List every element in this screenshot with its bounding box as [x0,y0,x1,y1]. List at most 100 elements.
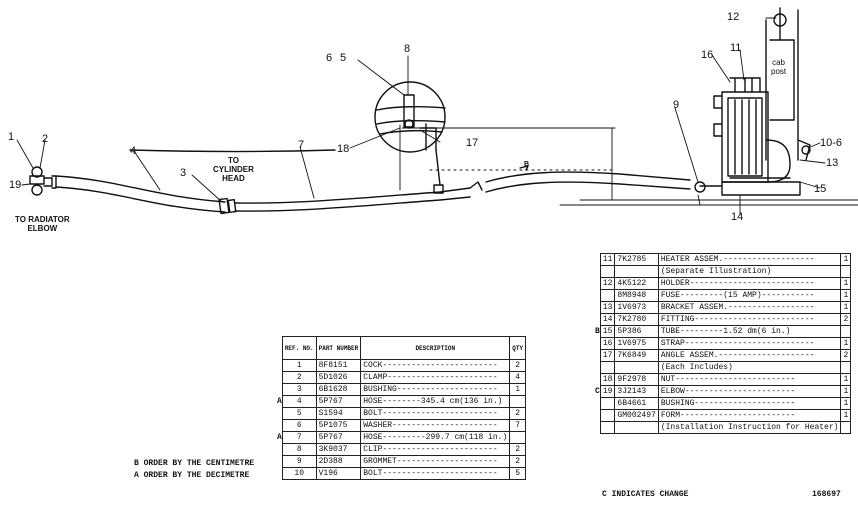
cell-qty: 1 [840,397,852,410]
table-row: (Separate Illustration) [595,265,852,278]
cell-ref: 10 [281,467,317,480]
cell-desc: (Installation Instruction for Heater) [657,421,842,434]
cell-desc: FUSE---------(15 AMP)----------- [657,289,842,302]
cell-qty [840,265,852,278]
cell-ref: 6 [281,419,317,432]
cell-part: 7K2780 [614,313,659,326]
cell-part: 7K2785 [614,253,659,266]
cell-part: 5P767 [315,395,362,408]
cell-ref: 13 [599,301,616,314]
cell-part: 1V6973 [614,301,659,314]
cell-qty: 2 [509,455,527,468]
cell-desc: GROMMET--------------------- [360,455,511,468]
parts-table-left-header: REF. NO. PART NUMBER DESCRIPTION QTY [277,336,527,360]
cell-part: 9F2978 [614,373,659,386]
cell-desc: BRACKET ASSEM.------------------ [657,301,842,314]
cell-desc: CLAMP----------------------- [360,371,511,384]
cell-desc: ELBOW----------------------- [657,385,842,398]
callout-3: 3 [180,167,187,179]
callout-6: 6 [326,52,333,64]
header-description: DESCRIPTION [360,336,511,360]
cell-qty: 2 [509,407,527,420]
cell-ref [599,361,616,374]
document-number: 168697 [812,490,841,499]
cell-mark: B [595,326,600,336]
cell-desc: HOSE--------345.4 cm(136 in.) [360,395,511,408]
header-qty: QTY [509,336,527,360]
cell-part: 5P1075 [315,419,362,432]
cell-desc: HEATER ASSEM.------------------- [657,253,842,266]
legend-centimetre-symbol: B [134,459,139,468]
leader-lines [16,17,826,216]
cell-ref [599,265,616,278]
note-cab-post: cab post [771,58,787,76]
callout-8: 8 [404,43,411,55]
clip-detail [374,81,446,194]
hose-to-cylinder-head [129,149,336,153]
cell-desc: FITTING------------------------- [657,313,842,326]
cell-ref: 18 [599,373,616,386]
heater-assembly [694,77,801,196]
note-label-b: B [524,161,530,168]
cell-qty: 2 [509,443,527,456]
cell-desc: ANGLE ASSEM.-------------------- [657,349,842,362]
cell-qty: 2 [509,359,527,372]
cell-part: 5P767 [315,431,362,444]
cell-qty: 1 [840,277,852,290]
hose-7 [234,165,691,212]
cell-mark: A [277,396,282,406]
callout-16: 16 [701,49,714,61]
cell-ref: 3 [281,383,317,396]
cell-qty: 1 [840,409,852,422]
cell-qty [509,395,527,408]
legend-decimetre-text: ORDER BY THE DECIMETRE [143,471,250,480]
cell-qty: 1 [840,337,852,350]
cell-ref: 2 [281,371,317,384]
cell-qty: 1 [840,253,852,266]
cell-desc: BUSHING--------------------- [657,397,842,410]
callout-12: 12 [727,11,740,23]
cell-part: 6B1628 [315,383,362,396]
cell-part: 8F8151 [315,359,362,372]
legend-decimetre-symbol: A [134,471,139,480]
change-note: C INDICATES CHANGE [602,490,689,499]
callout-2: 2 [42,133,49,145]
cell-part: 8M8948 [614,289,659,302]
cell-qty: 4 [509,371,527,384]
cell-ref: 5 [281,407,317,420]
cell-desc: (Separate Illustration) [657,265,842,278]
cell-part [614,361,659,374]
cell-part: 4K5122 [614,277,659,290]
note-to-radiator-elbow: TO RADIATOR ELBOW [15,215,70,233]
cell-desc: STRAP--------------------------- [657,337,842,350]
cell-desc: BOLT------------------------ [360,467,511,480]
bushing-3 [218,197,237,215]
cell-part: 6B4661 [614,397,659,410]
cell-ref: 12 [599,277,616,290]
cell-part: 3K9037 [315,443,362,456]
callout-4: 4 [130,145,137,157]
cell-qty [840,325,852,338]
cell-part: 2D388 [315,455,362,468]
cell-ref: 4 [281,395,317,408]
table-row: (Each Includes) [595,361,852,374]
cell-part: 3J2143 [614,385,659,398]
cell-qty: 2 [840,349,852,362]
cell-mark: A [277,432,282,442]
cell-mark: C [595,386,600,396]
cell-ref [599,409,616,422]
